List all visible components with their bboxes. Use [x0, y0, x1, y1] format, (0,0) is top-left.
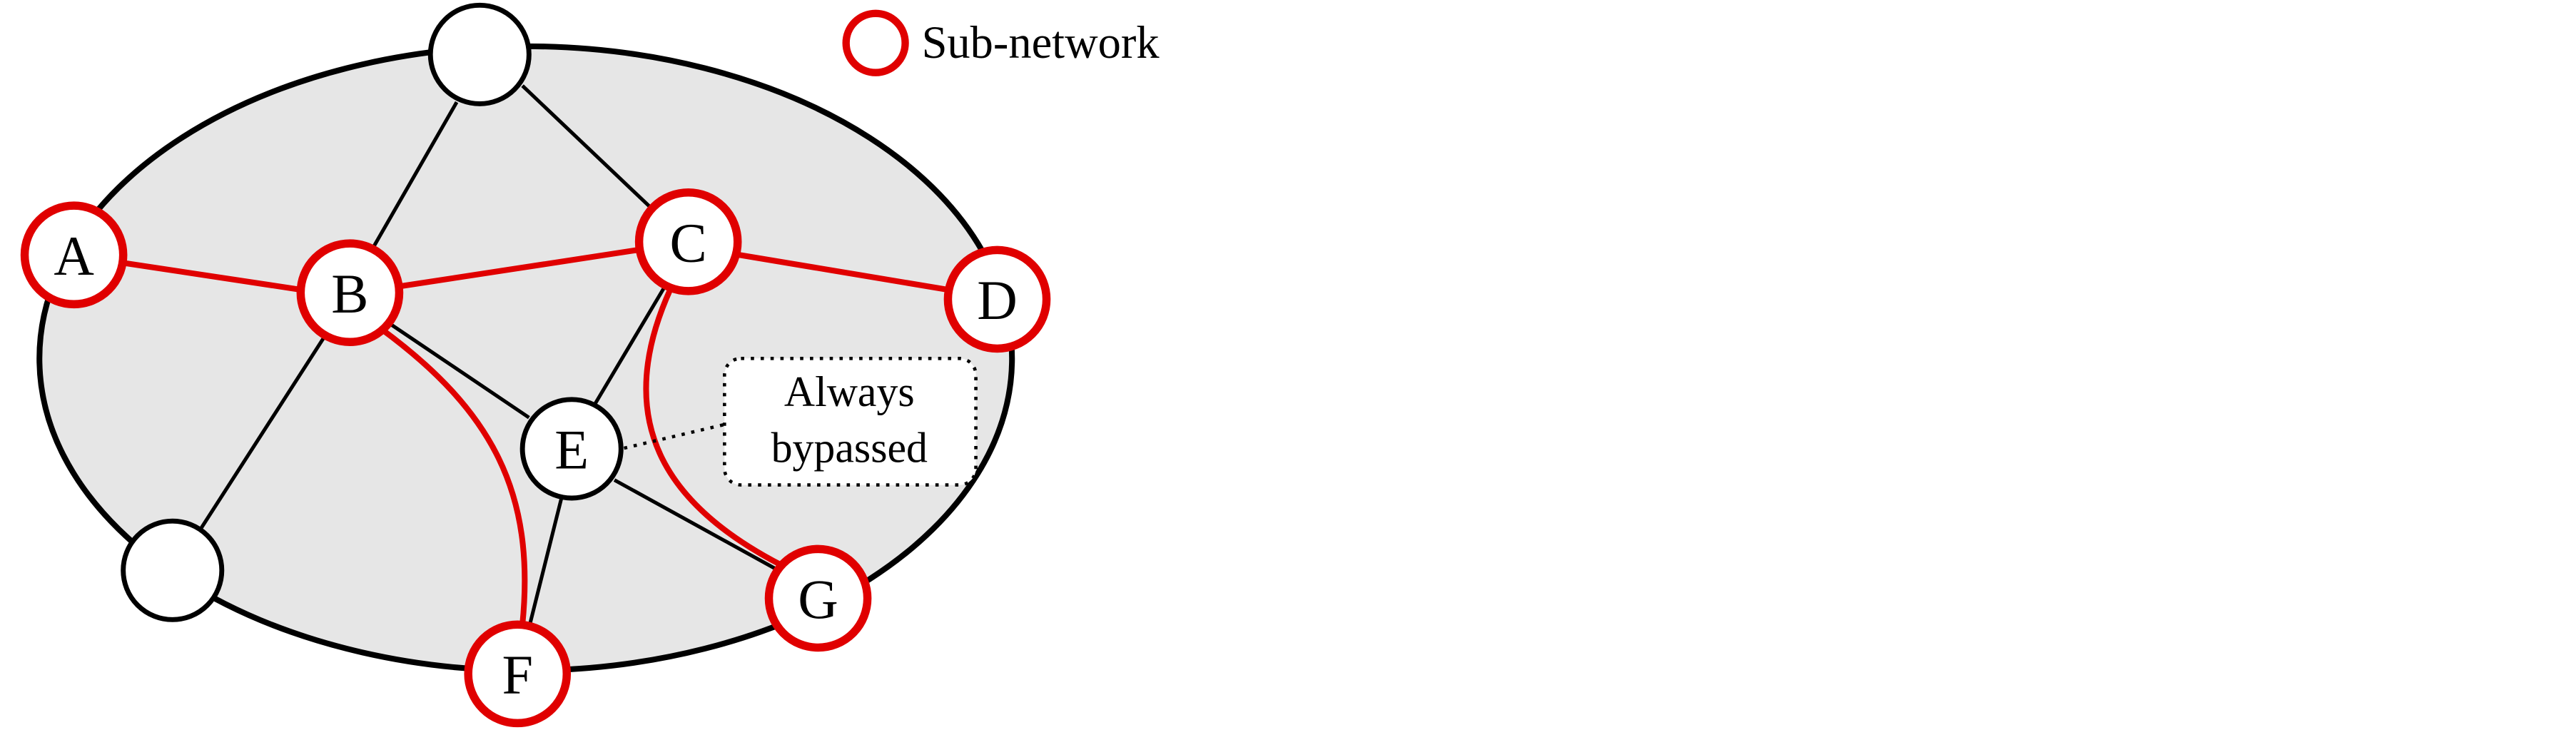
- node-f: F: [464, 620, 572, 728]
- node-bottom-left-circle: [121, 518, 225, 622]
- node-e-circle: [519, 397, 624, 501]
- edge-top-c: [521, 84, 656, 212]
- node-a-label: A: [54, 225, 94, 287]
- annotation: Always bypassed: [723, 356, 978, 487]
- annotation-line-2: bypassed: [771, 424, 928, 471]
- edge-b-f: [379, 326, 528, 625]
- edge-a-b: [124, 260, 300, 293]
- node-f-label: F: [502, 644, 533, 706]
- node-d-label: D: [977, 269, 1018, 331]
- edge-b-c: [400, 247, 638, 289]
- node-e-label: E: [554, 419, 589, 481]
- node-top: [427, 2, 532, 106]
- node-d-circle: [943, 245, 1051, 353]
- edge-top-b: [366, 101, 459, 258]
- edge-c-e: [593, 282, 669, 406]
- edge-c-d: [739, 252, 947, 293]
- node-top-circle: [427, 2, 532, 106]
- node-e: E: [519, 397, 624, 501]
- edge-e-g: [613, 478, 776, 571]
- edge-b-e: [386, 320, 530, 420]
- node-g-label: G: [798, 568, 838, 630]
- red-circle-icon: [842, 9, 909, 76]
- node-g-circle: [764, 544, 872, 652]
- node-b-label: B: [331, 263, 368, 325]
- nodes: A B C D E F G: [20, 2, 1051, 728]
- node-bottom-left: [121, 518, 225, 622]
- node-a: A: [20, 201, 128, 309]
- legend-label: Sub-network: [922, 17, 1160, 68]
- node-d: D: [943, 245, 1051, 353]
- node-b: B: [296, 239, 404, 347]
- node-c-circle: [634, 188, 742, 295]
- normal-edges: [198, 84, 776, 629]
- edge-c-g: [643, 288, 784, 568]
- node-b-circle: [296, 239, 404, 347]
- subnetwork-edges: [124, 247, 947, 625]
- node-c-label: C: [670, 211, 707, 273]
- edge-e-f: [527, 496, 564, 629]
- node-c: C: [634, 188, 742, 295]
- edge-b-bottomleft: [198, 334, 327, 531]
- node-g: G: [764, 544, 872, 652]
- legend: Sub-network: [842, 9, 1160, 76]
- annotation-line-1: Always: [784, 368, 915, 415]
- annotation-box: [723, 356, 978, 487]
- node-a-circle: [20, 201, 128, 309]
- node-f-circle: [464, 620, 572, 728]
